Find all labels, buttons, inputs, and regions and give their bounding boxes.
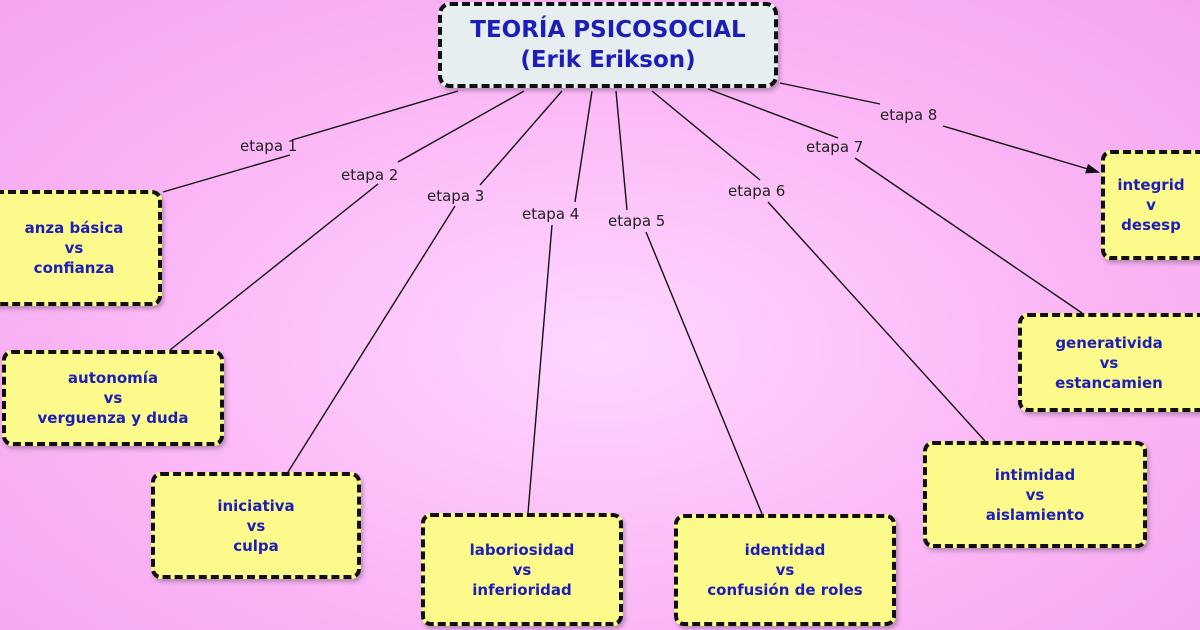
edge-label-2: etapa 2 bbox=[341, 166, 399, 184]
stage-6-line-1: intimidad bbox=[994, 465, 1076, 484]
stage-7-line-1: generativida bbox=[1055, 333, 1163, 352]
stage-1-line-2: vs bbox=[64, 239, 84, 257]
connector-6-upper bbox=[651, 90, 761, 181]
edge-label-8: etapa 8 bbox=[880, 106, 938, 124]
stage-6-line-3: aislamiento bbox=[985, 505, 1085, 524]
connector-4-lower bbox=[527, 224, 553, 514]
connector-7-lower bbox=[854, 157, 1083, 314]
stage-7-line-3: estancamien bbox=[1055, 373, 1163, 392]
stage-node-5[interactable]: identidad vs confusión de roles bbox=[674, 514, 896, 626]
stage-7-line-2: vs bbox=[1099, 353, 1119, 372]
connector-8-upper bbox=[779, 82, 881, 105]
connector-3-upper bbox=[479, 90, 563, 186]
edge-label-4: etapa 4 bbox=[522, 205, 580, 223]
edge-label-7: etapa 7 bbox=[806, 138, 864, 156]
edge-label-3: etapa 3 bbox=[427, 187, 485, 205]
connector-1-lower bbox=[162, 154, 291, 193]
stage-8-line-2: v bbox=[1146, 196, 1156, 214]
connector-1-upper bbox=[291, 90, 459, 141]
stage-8-line-3: desesp bbox=[1121, 216, 1181, 234]
stage-4-line-1: laboriosidad bbox=[469, 540, 575, 559]
stage-2-line-2: vs bbox=[103, 389, 123, 407]
connector-3-lower bbox=[287, 205, 456, 473]
stage-node-2[interactable]: autonomía vs verguenza y duda bbox=[2, 350, 224, 446]
edge-label-5: etapa 5 bbox=[608, 212, 666, 230]
connector-5-lower bbox=[645, 231, 763, 515]
connector-8-lower bbox=[942, 125, 1100, 174]
stage-node-8[interactable]: integrid v desesp bbox=[1101, 150, 1200, 260]
connector-7-upper bbox=[707, 88, 839, 139]
edge-label-6: etapa 6 bbox=[728, 182, 786, 200]
stage-6-line-2: vs bbox=[1025, 485, 1045, 504]
connector-2-lower bbox=[169, 183, 379, 351]
stage-node-4[interactable]: laboriosidad vs inferioridad bbox=[421, 513, 623, 626]
connector-2-upper bbox=[397, 90, 525, 163]
stage-4-line-3: inferioridad bbox=[472, 580, 572, 599]
stage-1-line-3: confianza bbox=[33, 259, 115, 277]
stage-3-line-2: vs bbox=[246, 516, 266, 535]
stage-1-line-1: anza básica bbox=[24, 219, 124, 237]
stage-node-7[interactable]: generativida vs estancamien bbox=[1018, 313, 1200, 412]
stage-3-line-1: iniciativa bbox=[217, 496, 295, 515]
stage-5-line-2: vs bbox=[775, 561, 795, 579]
connector-4-upper bbox=[574, 90, 593, 203]
connector-5-upper bbox=[615, 90, 628, 211]
stage-3-line-3: culpa bbox=[233, 536, 279, 555]
stage-node-6[interactable]: intimidad vs aislamiento bbox=[923, 441, 1147, 548]
stage-node-3[interactable]: iniciativa vs culpa bbox=[151, 472, 361, 579]
stage-2-line-1: autonomía bbox=[67, 369, 159, 387]
stage-2-line-3: verguenza y duda bbox=[37, 409, 189, 427]
connector-6-lower bbox=[767, 201, 986, 442]
stage-node-1[interactable]: anza básica vs confianza bbox=[0, 190, 162, 306]
edge-label-1: etapa 1 bbox=[240, 137, 298, 155]
stage-5-line-3: confusión de roles bbox=[707, 581, 863, 599]
stage-4-line-2: vs bbox=[512, 560, 532, 579]
root-subtitle: (Erik Erikson) bbox=[520, 47, 696, 73]
root-title: TEORÍA PSICOSOCIAL bbox=[470, 17, 746, 43]
root-node[interactable]: TEORÍA PSICOSOCIAL (Erik Erikson) bbox=[438, 2, 778, 88]
stage-8-line-1: integrid bbox=[1117, 176, 1185, 194]
stage-5-line-1: identidad bbox=[744, 541, 826, 559]
